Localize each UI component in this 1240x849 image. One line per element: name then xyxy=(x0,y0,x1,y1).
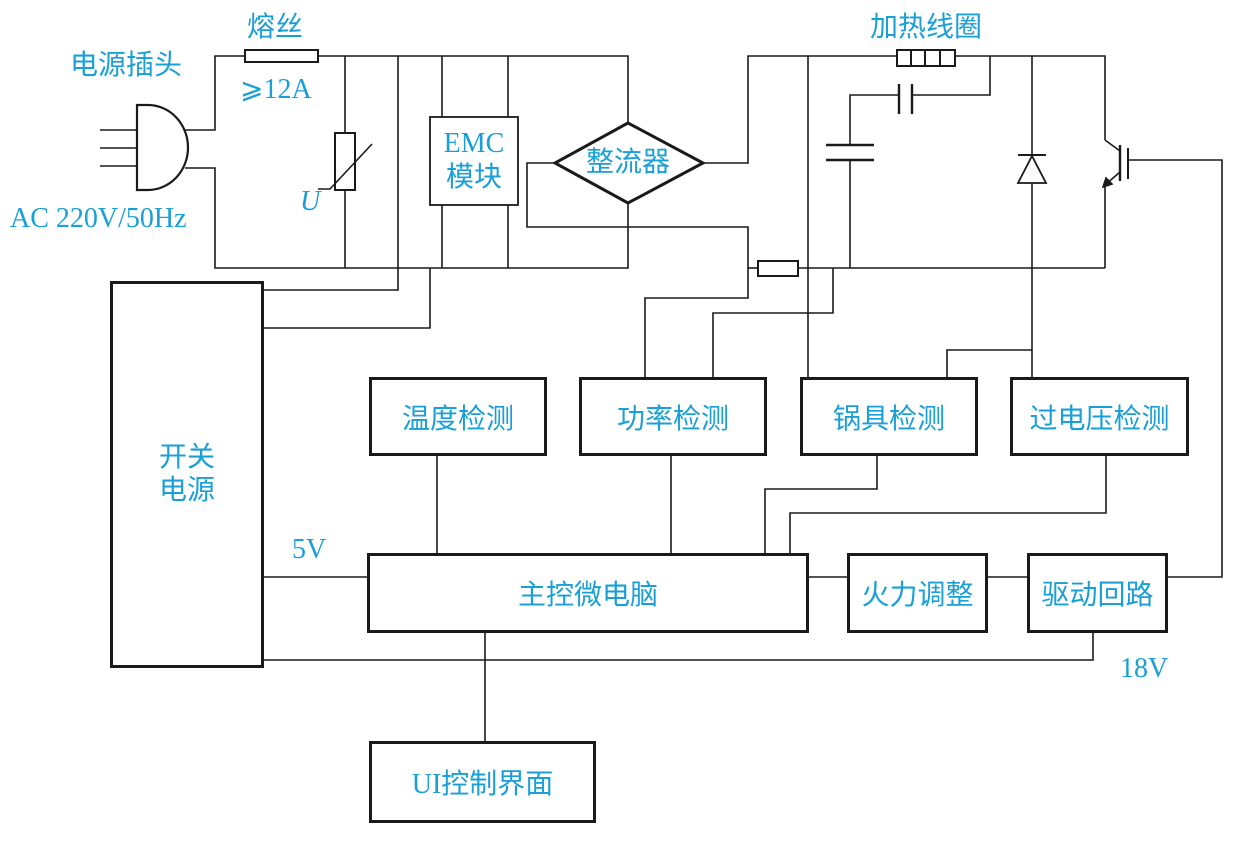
wire-ovp-to-mcu xyxy=(789,455,1107,553)
rectifier-text: 整流器 xyxy=(575,143,681,183)
diode-triangle xyxy=(1016,154,1048,184)
rectifier-label: 整流器 xyxy=(585,147,670,179)
wire-neutral-bus xyxy=(185,167,629,269)
main-controller-box: 主控微电脑 xyxy=(367,553,809,633)
fuse-label: 熔丝 xyxy=(247,12,304,43)
wire-psu-in-1 xyxy=(263,268,399,291)
wire-diode-to-pot xyxy=(946,349,1032,377)
varistor-symbol-label: U xyxy=(300,186,321,217)
switching-psu-box: 开关 电源 xyxy=(110,281,264,668)
firepower-adjust-box: 火力调整 xyxy=(847,553,988,633)
varistor-symbol xyxy=(318,56,373,268)
rectifier-diamond xyxy=(551,121,707,205)
overvoltage-detect-box: 过电压检测 xyxy=(1010,377,1189,456)
plug-spec: AC 220V/50Hz xyxy=(10,203,187,234)
temperature-detect-box: 温度检测 xyxy=(369,377,547,456)
plug-label: 电源插头 xyxy=(70,50,183,81)
emc-module-box xyxy=(429,116,519,206)
power-detect-box: 功率检测 xyxy=(579,377,767,456)
pot-detect-box: 锅具检测 xyxy=(800,377,978,456)
emc-line-1: EMC xyxy=(443,128,505,160)
wire-coil-to-igbt xyxy=(955,55,1106,140)
sense-resistor xyxy=(757,260,799,277)
emc-line-2: 模块 xyxy=(445,162,502,193)
wire-dc-positive xyxy=(703,55,897,164)
wire-power-detect-1 xyxy=(644,268,749,377)
wire-resonant-cap-right xyxy=(912,56,991,96)
wire-18v xyxy=(263,632,1094,661)
ui-control-box: UI控制界面 xyxy=(369,741,596,823)
emc-module-text: EMC 模块 xyxy=(430,117,518,205)
wire-resonant-cap-left xyxy=(849,94,899,145)
wire-line-in xyxy=(185,55,245,131)
heating-coil-symbol xyxy=(896,49,956,67)
fuse-symbol xyxy=(244,49,319,63)
wire-dc-negative xyxy=(526,162,749,268)
varistor-slash xyxy=(318,143,373,190)
coil-label: 加热线圈 xyxy=(870,12,983,43)
psu-5v-label: 5V xyxy=(292,534,327,565)
wire-gate-drive xyxy=(1128,159,1223,578)
igbt-emitter-arrow xyxy=(1101,176,1114,189)
filter-capacitor xyxy=(826,143,874,268)
power-plug-symbol xyxy=(100,103,190,192)
wire-top-bus-left xyxy=(318,55,629,123)
psu-18v-label: 18V xyxy=(1120,653,1169,684)
psu-line-1: 开关 xyxy=(158,442,215,474)
resonant-capacitor xyxy=(849,56,991,145)
wire-pot-to-mcu xyxy=(764,455,878,553)
igbt-symbol xyxy=(1101,139,1129,268)
igbt-collector xyxy=(1104,139,1121,152)
wire-power-detect-2 xyxy=(712,268,834,377)
plug-body xyxy=(135,103,190,192)
psu-line-2: 电源 xyxy=(158,474,215,506)
wire-psu-in-2 xyxy=(263,268,431,329)
diode-symbol xyxy=(1016,56,1048,350)
fuse-rating: ⩾12A xyxy=(240,74,312,105)
drive-circuit-box: 驱动回路 xyxy=(1027,553,1168,633)
